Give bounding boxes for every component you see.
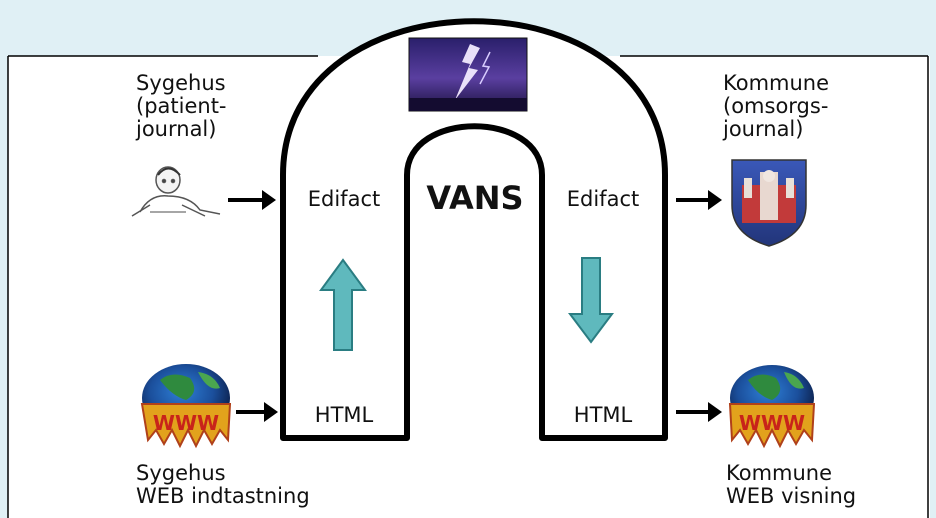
sygehus-web-indtastning-label: Sygehus WEB indtastning (136, 461, 310, 508)
www-globe-icon: WWW (140, 364, 232, 449)
kommune-web-visning-label: Kommune WEB visning (726, 461, 857, 508)
arrow-right-icon (236, 402, 278, 422)
www-globe-icon: WWW (728, 365, 816, 449)
arrow-up-icon (319, 258, 367, 351)
lightning-storm-image (408, 37, 528, 112)
arrow-right-icon (228, 190, 276, 210)
sygehus-patient-journal-label: Sygehus (patient- journal) (136, 71, 227, 141)
arrow-down-icon (568, 257, 614, 344)
arrow-right-icon (676, 402, 722, 422)
html-left-label: HTML (314, 403, 374, 427)
svg-text:WWW: WWW (739, 411, 805, 435)
vans-label: VANS (426, 179, 524, 217)
html-right-label: HTML (573, 403, 633, 427)
edifact-left-label: Edifact (307, 187, 381, 211)
edifact-right-label: Edifact (566, 187, 640, 211)
patient-figure-icon (131, 166, 221, 217)
arrow-right-icon (676, 190, 722, 210)
kommune-omsorgs-journal-label: Kommune (omsorgs- journal) (723, 71, 830, 141)
svg-text:WWW: WWW (153, 411, 219, 435)
vans-arch (280, 18, 668, 441)
coat-of-arms-icon (731, 159, 807, 247)
